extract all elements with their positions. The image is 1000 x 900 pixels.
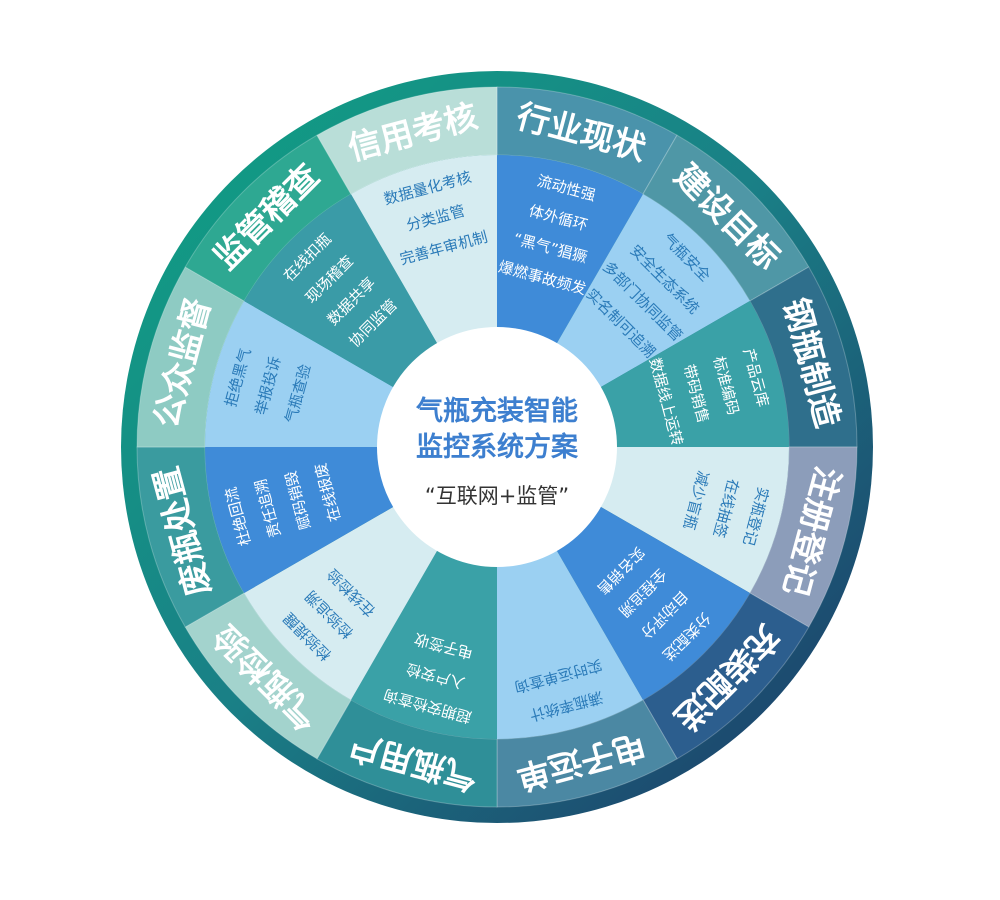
segment-inner-area: [244, 194, 438, 388]
segment-inner-area: [351, 155, 497, 345]
segment-inner-area: [599, 447, 789, 593]
segment-inner-area: [205, 301, 395, 447]
center-circle: [377, 327, 617, 567]
segment-inner-area: [497, 155, 643, 345]
segment-inner-area: [599, 301, 789, 447]
segment-inner-area: [205, 447, 395, 593]
center-subtitle: “互联网+监管”: [425, 484, 569, 508]
segment-inner-area: [556, 506, 750, 700]
segment: 公众监督拒绝黑气举报投诉气瓶查验: [136, 266, 395, 448]
segment-inner-area: [351, 549, 497, 739]
segment-inner-area: [244, 506, 438, 700]
segment-inner-area: [497, 549, 643, 739]
segments-layer: 行业现状流动性强体外循环“黑气”猖獗爆燃事故频发建设目标气瓶安全安全生态系统多部…: [136, 86, 858, 808]
segment-inner-area: [556, 194, 750, 388]
center-title-line1: 气瓶充装智能: [415, 395, 578, 427]
center-title-line2: 监控系统方案: [416, 431, 579, 463]
